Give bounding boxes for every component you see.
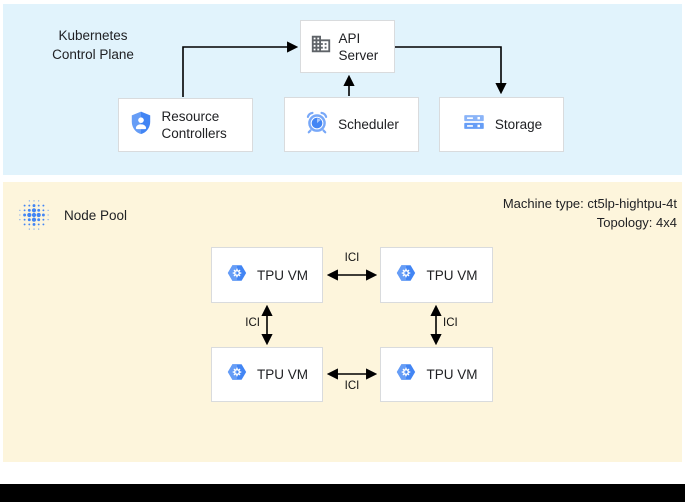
gke-hexagon-gear-icon xyxy=(226,262,248,289)
node-pool-dots-icon xyxy=(16,197,52,238)
storage-node: Storage xyxy=(439,97,564,152)
tpu-vm-node-bottom-left: TPU VM xyxy=(211,347,323,402)
machine-info: Machine type: ct5lp-hightpu-4t Topology:… xyxy=(503,194,677,232)
resource-controllers-label: Resource Controllers xyxy=(161,109,227,141)
tpu-vm-label: TPU VM xyxy=(426,267,478,283)
bottom-bar xyxy=(0,484,685,502)
api-server-node: API Server xyxy=(300,20,395,73)
ici-label-bottom: ICI xyxy=(344,380,360,392)
tpu-vm-node-top-left: TPU VM xyxy=(211,247,323,303)
ici-label-right: ICI xyxy=(443,317,458,329)
api-server-label: API Server xyxy=(338,30,379,63)
gke-hexagon-gear-icon xyxy=(226,361,248,388)
ici-label-left: ICI xyxy=(245,317,260,329)
gke-hexagon-gear-icon xyxy=(395,262,417,289)
tpu-vm-label: TPU VM xyxy=(426,367,478,382)
tpu-vm-label: TPU VM xyxy=(256,367,308,382)
node-pool-title: Node Pool xyxy=(64,208,128,223)
resource-controllers-node: Resource Controllers xyxy=(118,98,253,152)
scheduler-node: Scheduler xyxy=(284,97,419,152)
gke-hexagon-gear-icon xyxy=(395,361,417,388)
tpu-vm-node-top-right: TPU VM xyxy=(380,247,493,303)
topology-text: Topology: 4x4 xyxy=(596,215,677,230)
control-plane-title-line2: Control Plane xyxy=(52,47,134,62)
control-plane-title-line1: Kubernetes xyxy=(58,28,128,43)
tpu-vm-label: TPU VM xyxy=(256,267,308,283)
control-plane-title: Kubernetes Control Plane xyxy=(25,26,161,64)
scheduler-label: Scheduler xyxy=(338,117,399,132)
storage-label: Storage xyxy=(494,117,543,132)
ici-label-top: ICI xyxy=(344,252,360,264)
shield-user-icon xyxy=(128,110,154,141)
storage-stack-icon xyxy=(461,109,487,140)
machine-type-text: Machine type: ct5lp-hightpu-4t xyxy=(502,196,677,211)
node-pool-section xyxy=(3,182,682,462)
alarm-clock-icon xyxy=(304,109,330,140)
building-icon xyxy=(310,33,332,60)
tpu-vm-node-bottom-right: TPU VM xyxy=(380,347,493,402)
